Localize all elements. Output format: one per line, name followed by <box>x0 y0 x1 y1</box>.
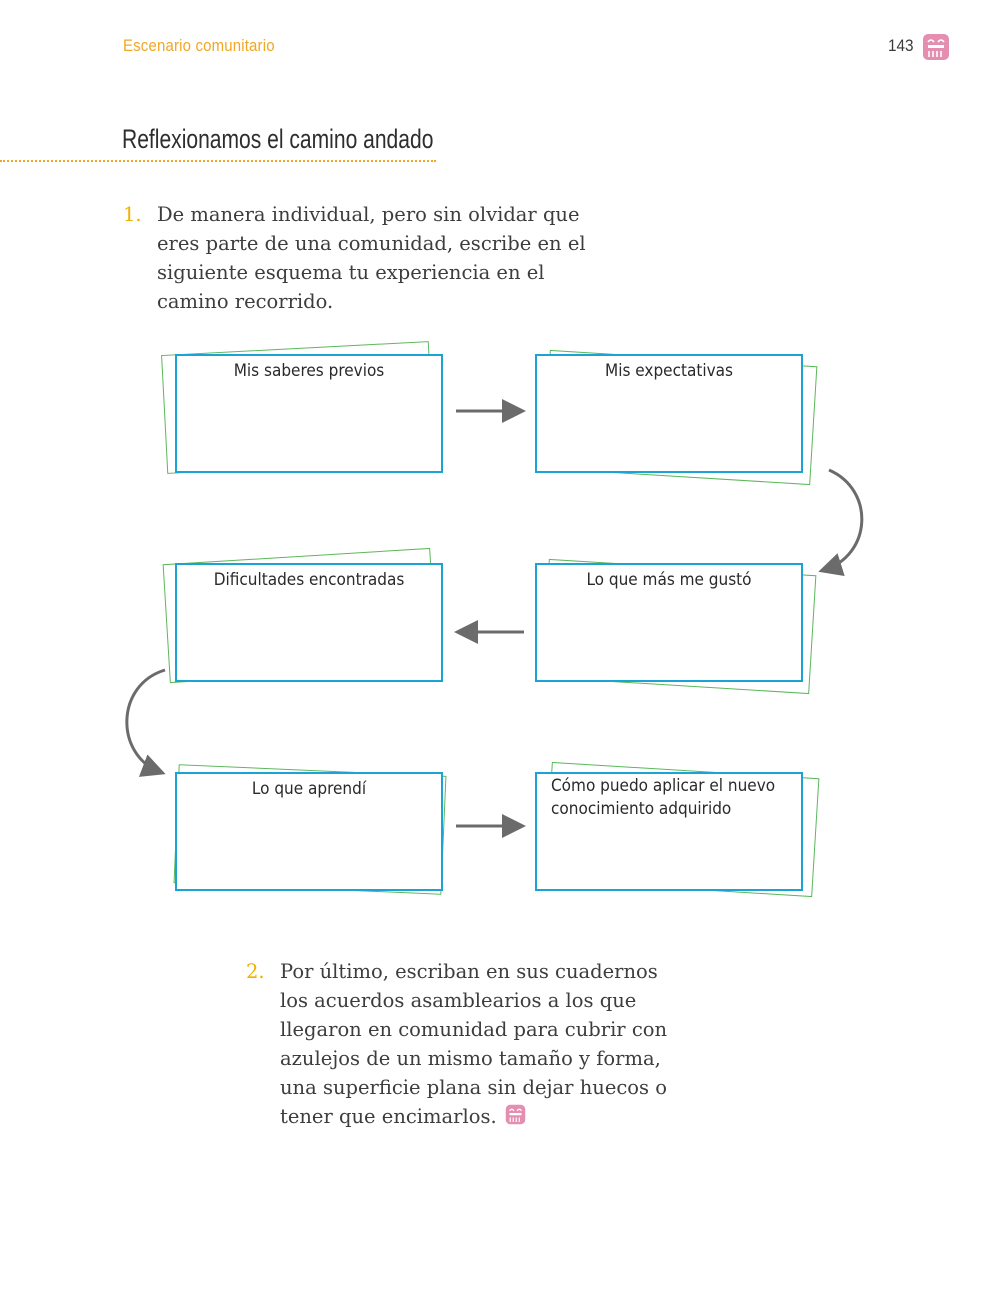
box-label: Dificultades encontradas <box>213 570 405 590</box>
activity-number: 2. <box>246 960 265 983</box>
page-title: Reflexionamos el camino andado <box>122 124 434 154</box>
section-name: Escenario comunitario <box>123 36 275 55</box>
box-learned[interactable]: Lo que aprendí <box>175 772 443 891</box>
title-underline <box>0 160 436 162</box>
arrow-curve-left <box>125 668 166 777</box>
box-expectations[interactable]: Mis expectativas <box>535 354 803 473</box>
glyph-icon <box>923 34 949 60</box>
box-prior-knowledge[interactable]: Mis saberes previos <box>175 354 443 473</box>
glyph-icon <box>505 1104 526 1125</box>
page-number: 143 <box>888 36 914 55</box>
box-liked-most[interactable]: Lo que más me gustó <box>535 563 803 682</box>
activity-text: Por último, escriban en sus cuadernos lo… <box>280 960 668 1128</box>
box-label: Mis expectativas <box>605 361 733 381</box>
box-label: Lo que aprendí <box>251 779 367 799</box>
box-label: Cómo puedo aplicar el nuevo conocimiento… <box>551 776 776 819</box>
arrow-curve-right <box>818 468 864 577</box>
box-label: Mis saberes previos <box>233 361 385 381</box>
activity-text: De manera individual, pero sin olvidar q… <box>157 203 586 313</box>
activity-number: 1. <box>123 203 142 226</box>
box-label: Lo que más me gustó <box>586 570 752 590</box>
box-difficulties[interactable]: Dificultades encontradas <box>175 563 443 682</box>
box-apply-knowledge[interactable]: Cómo puedo aplicar el nuevo conocimiento… <box>535 772 803 891</box>
